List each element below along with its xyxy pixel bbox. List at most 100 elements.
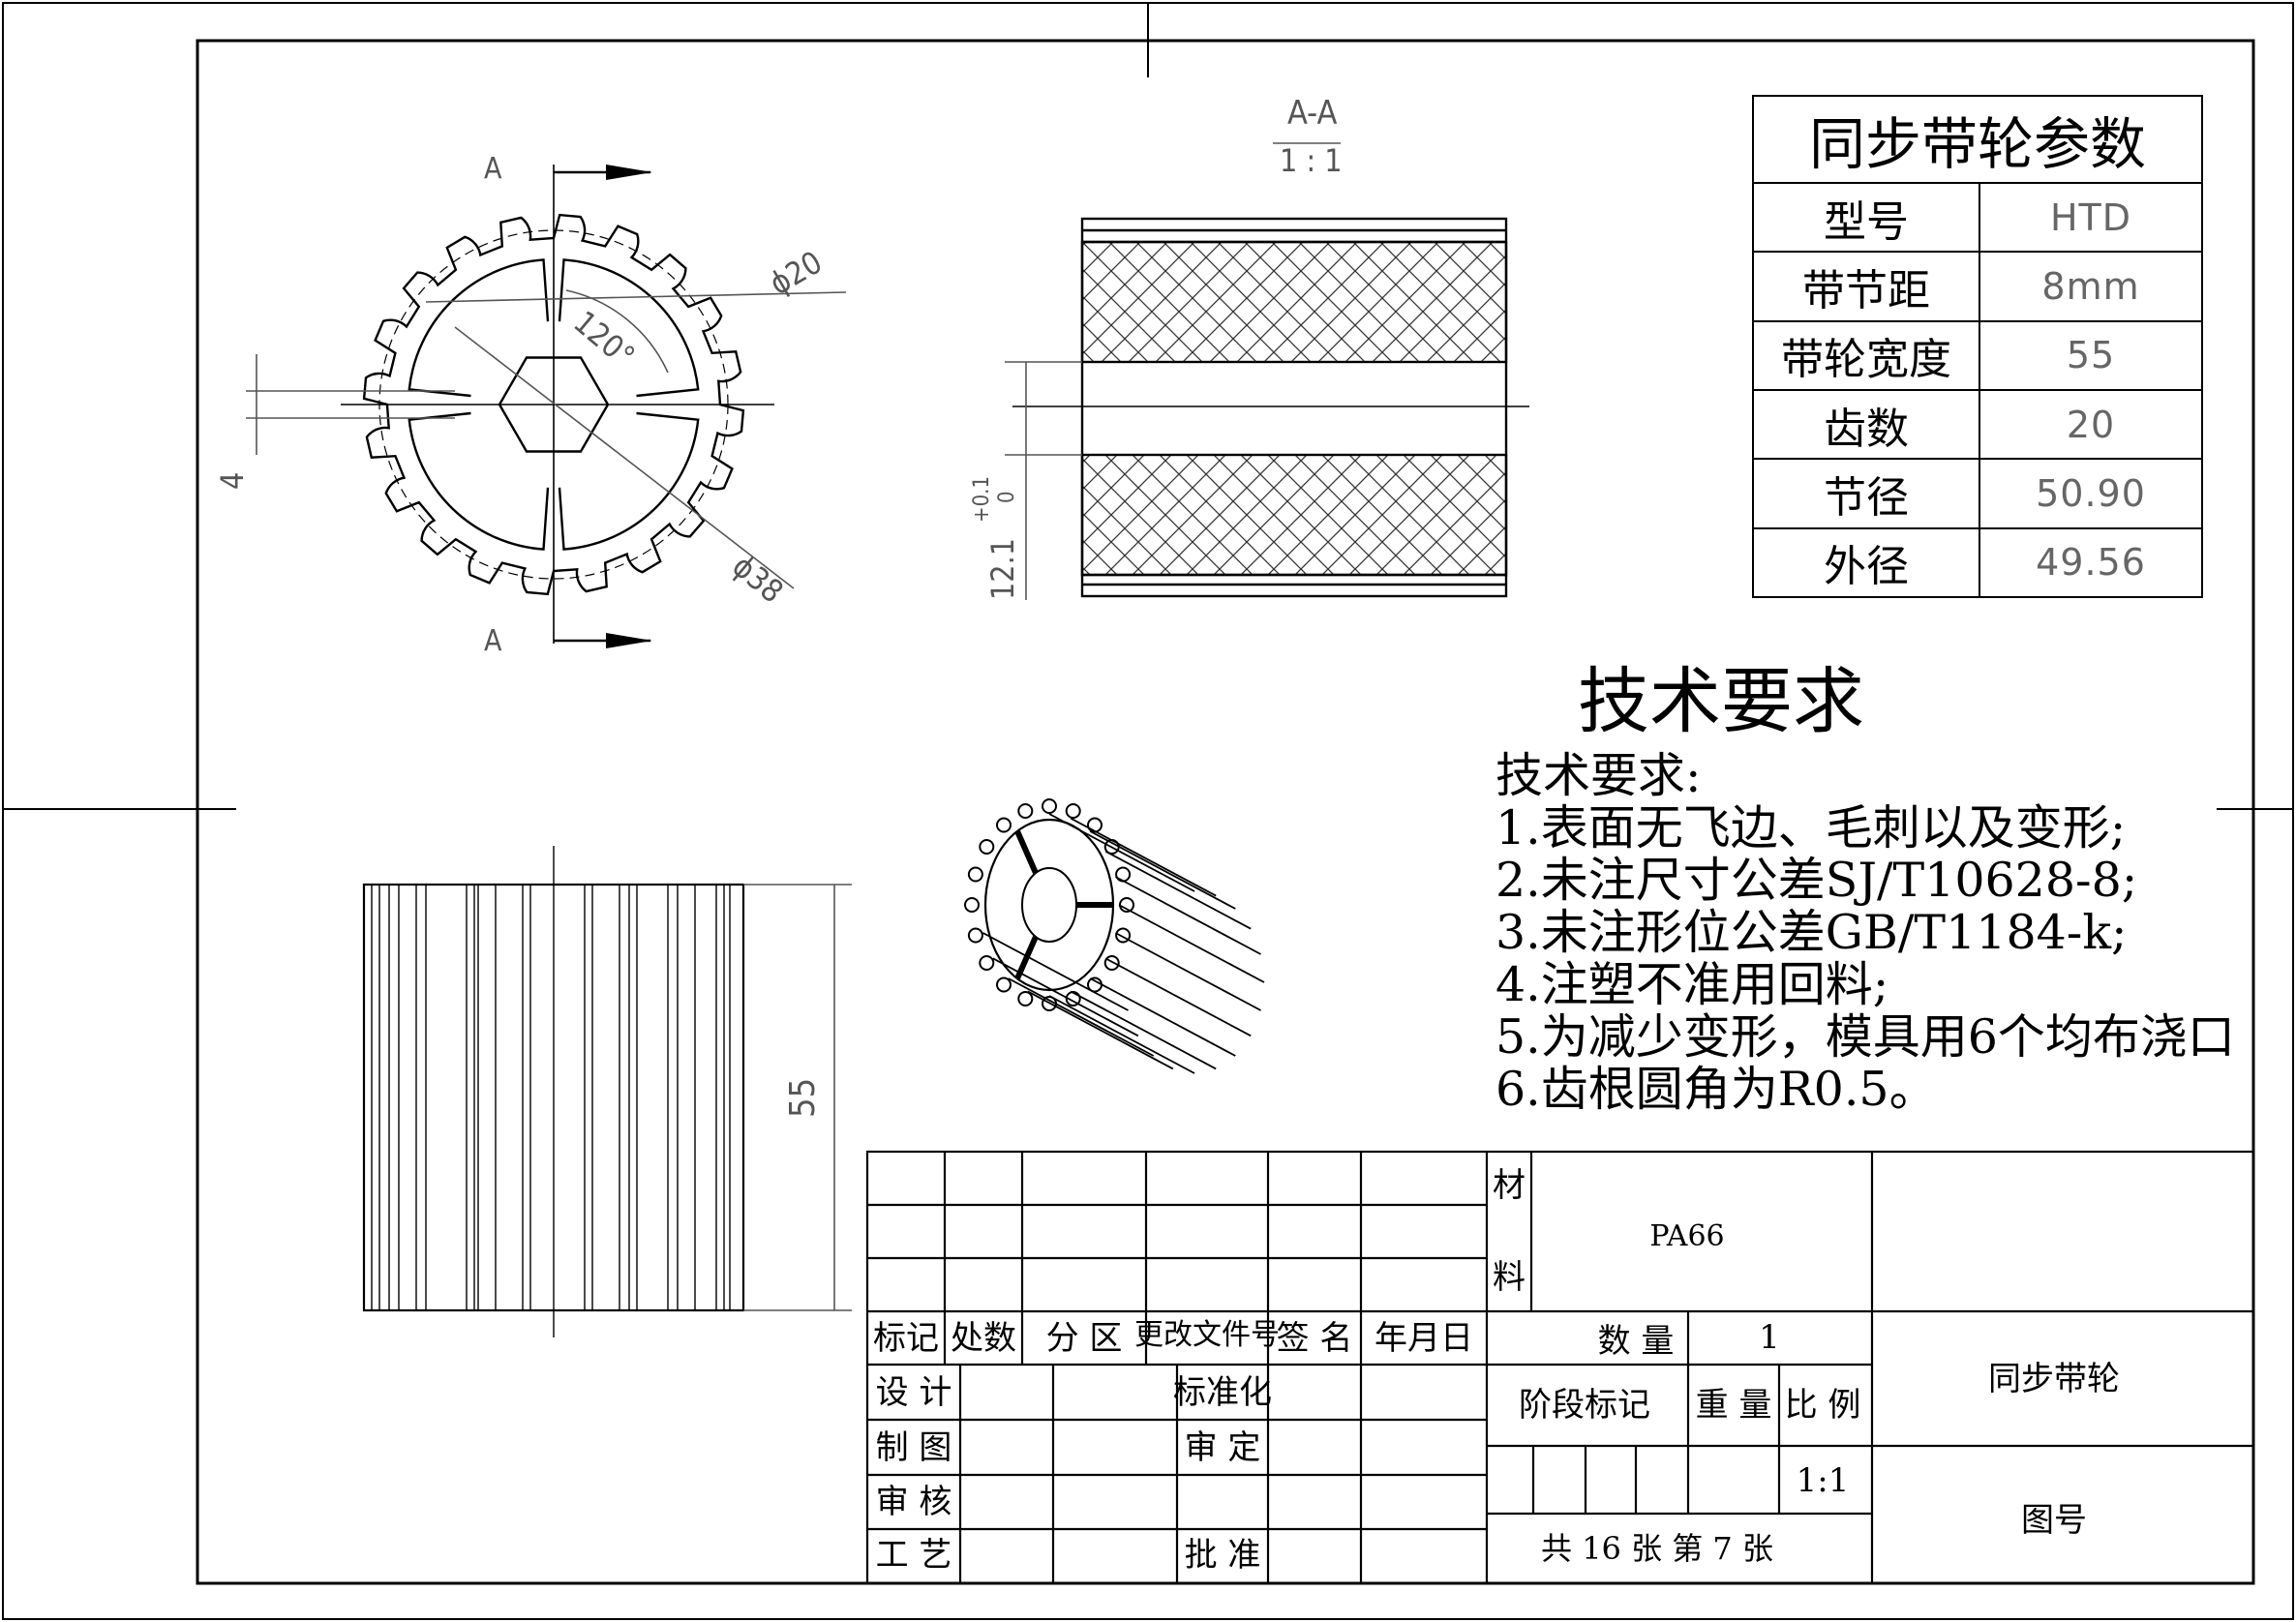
iso-tooth xyxy=(967,927,983,944)
iso-rib xyxy=(1014,935,1039,980)
section-cut-label-top: A xyxy=(484,152,502,186)
dim-bore: 12.1 xyxy=(984,537,1021,600)
iso-tooth xyxy=(1087,817,1103,833)
iso-tooth-edge xyxy=(1027,990,1174,1070)
param-label: 外径 xyxy=(1752,526,1980,599)
scale-label: 比 例 xyxy=(1784,1386,1861,1425)
hatch-upper xyxy=(1080,240,1508,364)
iso-tooth xyxy=(1042,798,1057,814)
section-scale: 1 : 1 xyxy=(1280,142,1343,179)
tech-item: 6.齿根圆角为R0.5。 xyxy=(1495,1062,1937,1117)
param-label: 型号 xyxy=(1752,181,1980,254)
iso-tooth xyxy=(979,839,995,855)
iso-tooth-edge xyxy=(1115,876,1261,955)
param-label: 带节距 xyxy=(1752,251,1980,322)
param-label: 带轮宽度 xyxy=(1752,319,1980,391)
iso-rib xyxy=(1014,829,1039,875)
param-value: 8mm xyxy=(1979,251,2203,322)
iso-tooth-edge xyxy=(982,932,1129,1011)
header-date: 年月日 xyxy=(1375,1319,1473,1358)
iso-tooth xyxy=(1103,955,1120,971)
iso-tooth-edge xyxy=(1008,977,1155,1057)
approve-label: 批 准 xyxy=(1184,1536,1261,1575)
tech-subheading: 技术要求: xyxy=(1495,748,1702,803)
material-label: 材 xyxy=(1493,1166,1526,1205)
side-grooves xyxy=(371,885,731,1310)
tech-item: 5.为减少变形，模具用6个均布浇口 xyxy=(1495,1009,2235,1065)
gear-front-view xyxy=(341,165,774,644)
iso-tooth-edge xyxy=(1089,830,1236,910)
part-name: 同步带轮 xyxy=(1988,1360,2120,1398)
iso-tooth xyxy=(996,976,1012,993)
iso-tooth-edge xyxy=(1048,813,1195,892)
iso-tooth-edge xyxy=(1118,904,1265,983)
title-block xyxy=(865,1150,2255,1585)
param-label: 齿数 xyxy=(1752,388,1980,461)
side-view xyxy=(362,883,745,1312)
iso-tooth xyxy=(979,955,995,971)
param-value: 20 xyxy=(1979,388,2203,461)
iso-tooth-edge xyxy=(1104,957,1252,1037)
design-label: 设 计 xyxy=(875,1373,952,1412)
header-zone: 分 区 xyxy=(1045,1319,1123,1358)
check-label: 审 核 xyxy=(875,1483,952,1521)
standardize-label: 标准化 xyxy=(1173,1373,1272,1412)
iso-tooth xyxy=(1087,976,1103,993)
angle-arc xyxy=(565,289,669,374)
material-label: 料 xyxy=(1493,1258,1526,1297)
iso-tooth-edge xyxy=(1104,850,1252,930)
isometric-view xyxy=(964,798,1265,1074)
param-table-title: 同步带轮参数 xyxy=(1752,95,2203,184)
hub-ribs xyxy=(408,258,700,551)
iso-tooth-edge xyxy=(992,957,1139,1037)
stage-mark-label: 阶段标记 xyxy=(1519,1386,1650,1425)
iso-tooth xyxy=(1115,866,1132,883)
header-mark: 标记 xyxy=(873,1319,939,1358)
param-value: HTD xyxy=(1979,181,2203,254)
iso-tooth-edge xyxy=(1070,990,1217,1070)
dim-bore-tol-lower: 0 xyxy=(995,491,1019,503)
iso-tooth xyxy=(1103,839,1120,855)
section-view-a-a xyxy=(1080,217,1508,598)
pitch-circle xyxy=(378,229,729,580)
process-label: 工 艺 xyxy=(875,1536,952,1575)
param-value: 49.56 xyxy=(1979,526,2203,599)
iso-tooth-edge xyxy=(1070,817,1217,897)
tech-heading: 技术要求 xyxy=(1578,660,1864,743)
dim-bore-tol-upper: +0.1 xyxy=(970,475,994,523)
param-value: 50.90 xyxy=(1979,458,2203,529)
dia20-leader xyxy=(425,291,847,303)
dia38-leader xyxy=(454,326,795,589)
iso-tooth xyxy=(1115,927,1132,944)
section-outline xyxy=(1080,217,1508,598)
iso-gear xyxy=(964,798,1265,1074)
weight-label: 重 量 xyxy=(1695,1386,1772,1425)
header-signature: 签 名 xyxy=(1276,1319,1353,1358)
iso-tooth-edge xyxy=(1048,995,1195,1074)
iso-tooth xyxy=(1119,897,1134,913)
drawing-label: 制 图 xyxy=(875,1428,952,1467)
quantity-label: 数 量 xyxy=(1597,1322,1675,1361)
iso-tooth xyxy=(1065,803,1081,819)
param-label: 节径 xyxy=(1752,458,1980,529)
iso-hex-bore xyxy=(1021,867,1077,943)
review-label: 审 定 xyxy=(1184,1428,1261,1467)
iso-tooth xyxy=(967,866,983,883)
iso-tooth xyxy=(964,897,980,913)
scale-value: 1:1 xyxy=(1796,1461,1850,1500)
sheet-count: 共 16 张 第 7 张 xyxy=(1541,1530,1773,1567)
material-value: PA66 xyxy=(1649,1219,1725,1253)
tech-item: 4.注塑不准用回料; xyxy=(1495,957,1889,1012)
header-count: 处数 xyxy=(951,1319,1016,1358)
header-change-doc: 更改文件号 xyxy=(1134,1318,1280,1352)
drawing-number-label: 图号 xyxy=(2021,1501,2087,1540)
section-arrowhead-bottom xyxy=(606,633,652,648)
param-value: 55 xyxy=(1979,319,2203,391)
hatch-lower xyxy=(1080,453,1508,577)
section-arrowhead-top xyxy=(606,165,652,180)
tech-item: 3.未注形位公差GB/T1184-k; xyxy=(1495,905,2128,960)
section-cut-label-bottom: A xyxy=(484,624,502,658)
iso-tooth-edge xyxy=(1089,977,1236,1057)
